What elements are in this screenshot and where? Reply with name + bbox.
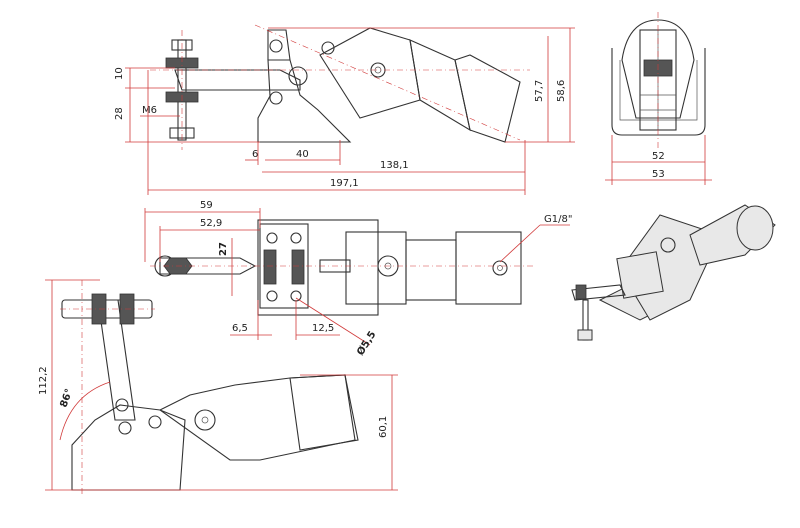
dim-52: 52 [652, 151, 665, 162]
dim-40: 40 [296, 149, 309, 160]
dim-6-5: 6,5 [232, 323, 248, 334]
dim-53: 53 [652, 169, 665, 180]
dim-86-deg: 86° [58, 387, 75, 409]
dim-138-1: 138,1 [380, 160, 409, 171]
dim-58-6: 58,6 [556, 80, 567, 102]
end-view [611, 12, 706, 150]
isometric-view [571, 204, 776, 341]
dim-m6: M6 [142, 105, 157, 116]
dim-27: 27 [218, 242, 229, 256]
dim-197-1: 197,1 [330, 178, 359, 189]
dim-59: 59 [200, 200, 213, 211]
dim-12-5: 12,5 [312, 323, 334, 334]
end-view-dimensions: 52 53 [605, 135, 712, 185]
dim-6: 6 [252, 149, 258, 160]
top-view [150, 219, 535, 316]
dim-52-9: 52,9 [200, 218, 222, 229]
side-view-dimensions: 10 28 M6 6 40 138,1 197,1 57,7 58,6 [114, 27, 575, 195]
dim-57-7: 57,7 [534, 80, 545, 102]
top-view-dimensions: 59 52,9 27 G1/8" 6,5 12,5 Ø5,5 [144, 200, 572, 358]
dim-dia-5-5: Ø5,5 [354, 329, 378, 358]
side-view [150, 24, 530, 150]
dim-10: 10 [114, 67, 125, 80]
dim-28: 28 [114, 107, 125, 120]
open-view [60, 280, 359, 495]
dim-g1-8: G1/8" [544, 214, 572, 225]
dim-60-1: 60,1 [378, 416, 389, 438]
dim-112-2: 112,2 [38, 366, 49, 395]
